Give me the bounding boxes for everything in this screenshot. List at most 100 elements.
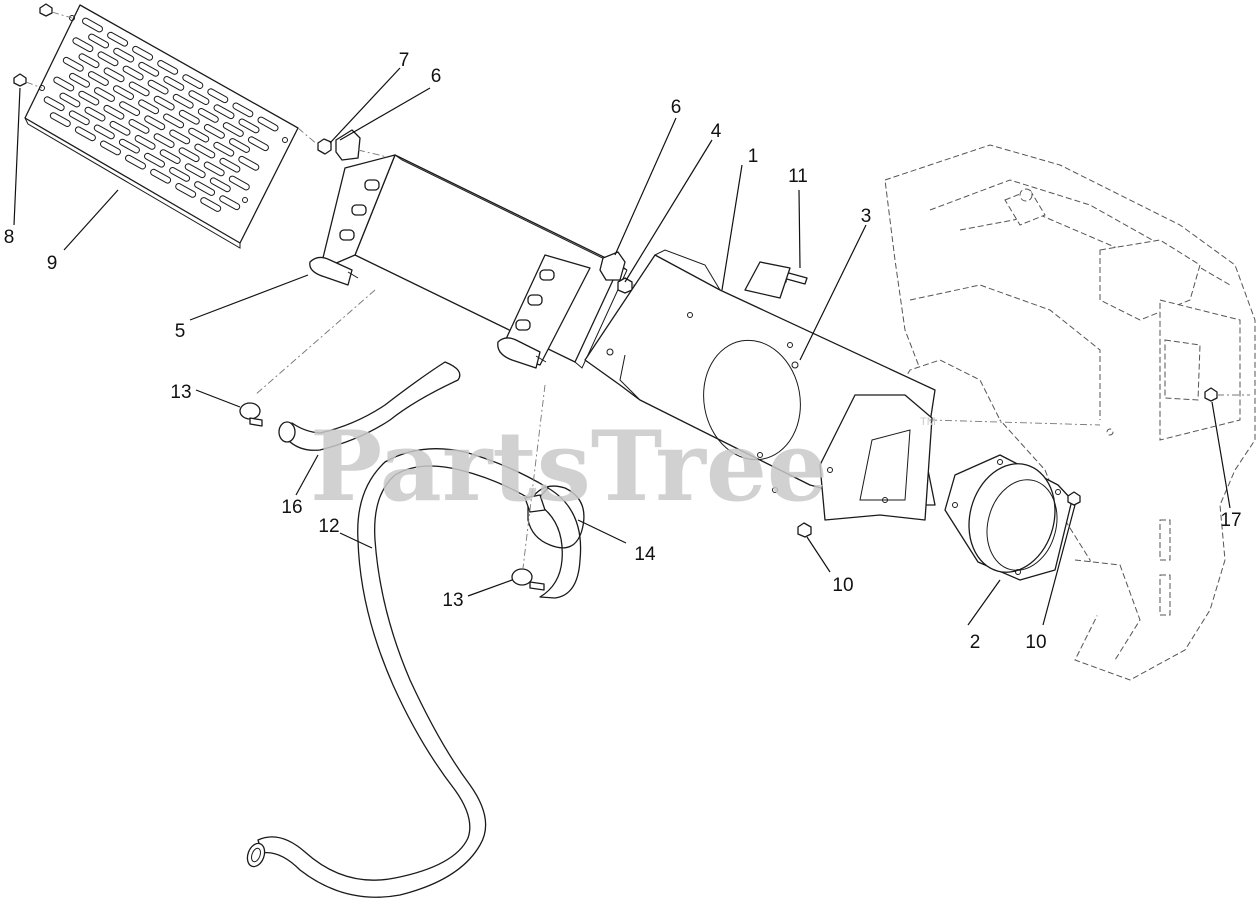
screen-slot [200, 197, 222, 212]
shroud-bolt [744, 261, 808, 299]
watermark-text: PartsTree [310, 410, 828, 523]
screen-slot [138, 61, 160, 77]
screen-slot [74, 126, 96, 142]
callout-10-left: 10 [832, 575, 853, 596]
callout-6-upper: 6 [431, 66, 442, 87]
callout-9: 9 [47, 253, 58, 274]
callout-13-upper: 13 [170, 382, 191, 403]
screen-slot [159, 149, 181, 164]
callout-labels: 1 2 3 4 5 6 6 7 8 9 10 10 11 12 13 13 14… [4, 50, 1242, 653]
screen-slot [53, 76, 75, 92]
screen-slot [150, 168, 172, 184]
radiator-oil-cooler [309, 154, 628, 369]
screen-slot [238, 155, 260, 171]
perforated-screen [24, 4, 299, 249]
screen-slot [232, 102, 254, 118]
screen-slot [147, 79, 169, 95]
callout-12: 12 [318, 516, 339, 537]
screen-slot [72, 37, 94, 53]
screen-slot [222, 122, 244, 137]
screen-slot [153, 133, 175, 148]
screen-slot [97, 51, 119, 67]
screen-slot [59, 92, 81, 108]
screen-slot [49, 112, 71, 127]
screen-slot [238, 118, 260, 134]
screen-slot [107, 31, 129, 47]
screen-slot [169, 167, 191, 182]
screen-slot [175, 183, 197, 198]
screen-slot [207, 88, 229, 104]
watermark-trademark: TM [920, 416, 936, 428]
screen-slot [219, 195, 241, 211]
nut-parts [797, 387, 1218, 538]
screen-slot [119, 101, 141, 116]
screen-slot [125, 154, 146, 170]
screen-slot [113, 47, 135, 63]
screen-slot [188, 90, 210, 105]
screen-slot [178, 109, 200, 125]
screen-slot [103, 67, 125, 83]
callout-10-right: 10 [1025, 632, 1046, 653]
screen-slot [153, 95, 175, 111]
screen-slot [128, 119, 150, 134]
callout-1: 1 [748, 146, 759, 167]
hose-16 [278, 361, 461, 451]
callout-7: 7 [399, 50, 410, 71]
screen-slot [163, 76, 185, 91]
screen-slot [209, 177, 231, 193]
screen-slot [68, 110, 90, 126]
screen-slot [43, 96, 65, 112]
screen-slot [182, 74, 204, 89]
screen-slot [122, 65, 144, 81]
assembly-dash-lines [254, 289, 1250, 569]
screen-slot [128, 81, 150, 97]
callout-16: 16 [281, 497, 302, 518]
screen-slot [94, 87, 115, 102]
screen-slot [84, 106, 106, 122]
screen-slot [100, 140, 121, 156]
fan-ring [944, 454, 1073, 581]
screen-slot [109, 120, 131, 136]
screen-slot [78, 90, 100, 106]
screen-slot [88, 33, 110, 49]
callout-3: 3 [861, 206, 872, 227]
screen-slot [194, 181, 216, 196]
screen-slot [184, 163, 206, 179]
callout-11: 11 [788, 166, 808, 187]
screen-slot [203, 124, 225, 139]
watermark: PartsTree TM [310, 410, 936, 523]
screen-slot [69, 72, 90, 88]
callout-17: 17 [1220, 510, 1241, 531]
screen-slot [178, 147, 200, 163]
screen-slot [78, 53, 100, 69]
screen-slot [132, 45, 154, 61]
screen-slot [169, 129, 191, 145]
callout-2: 2 [970, 632, 981, 653]
callout-13-lower: 13 [442, 590, 463, 611]
callout-14: 14 [634, 544, 656, 565]
screen-slot [188, 127, 210, 143]
screen-slot [257, 116, 279, 132]
screen-slot [87, 71, 109, 86]
callout-5: 5 [175, 321, 186, 342]
screen-slot [213, 104, 235, 120]
screen-slot [103, 104, 125, 120]
screen-slot [144, 115, 166, 131]
screen-slot [144, 152, 165, 168]
screen-slot [228, 175, 250, 191]
screen-slot [82, 17, 103, 33]
screen-slot [138, 99, 160, 115]
screen-slot [219, 157, 241, 173]
screen-slot-pattern [43, 17, 279, 212]
screen-slot [194, 143, 216, 159]
screen-slot [172, 93, 194, 109]
screen-slot [213, 141, 235, 157]
hose-12 [246, 448, 582, 898]
screen-slot [118, 138, 140, 154]
callout-leaders [13, 67, 1231, 626]
callout-8: 8 [4, 227, 15, 248]
screen-slot [247, 136, 269, 152]
callout-4: 4 [711, 121, 722, 142]
screen-slot [157, 60, 179, 75]
